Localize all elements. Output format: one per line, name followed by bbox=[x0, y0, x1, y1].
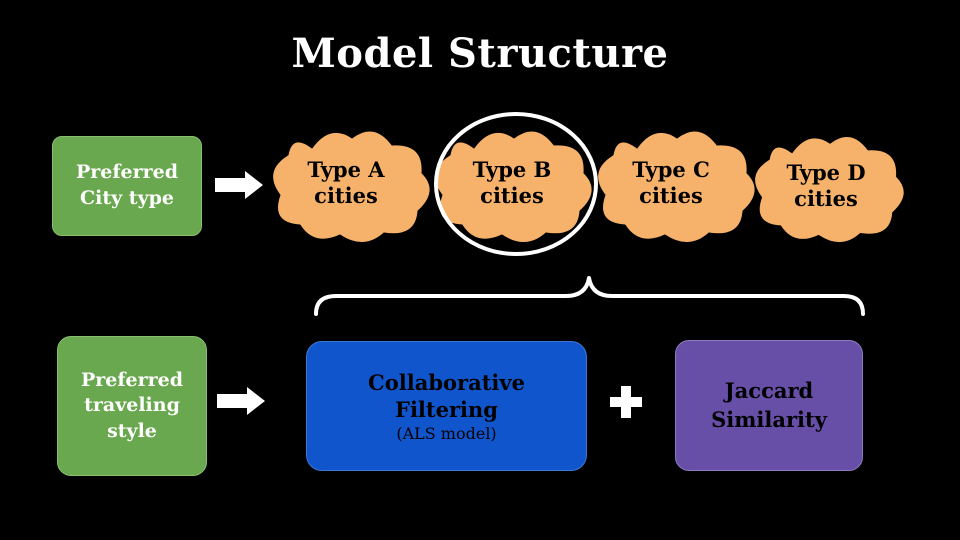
cloud-type-c-line2: cities bbox=[639, 183, 703, 209]
cloud-type-b-line2: cities bbox=[480, 183, 544, 209]
cf-line1: Collaborative bbox=[368, 370, 525, 396]
preferred-traveling-style-box: Preferred traveling style bbox=[57, 336, 207, 476]
cloud-type-b-label: Type B cities bbox=[442, 157, 582, 210]
cloud-type-a-label: Type A cities bbox=[276, 157, 416, 210]
preferred-city-type-line2: City type bbox=[80, 187, 174, 209]
cloud-type-d-line2: cities bbox=[794, 186, 858, 212]
preferred-city-type-box: Preferred City type bbox=[52, 136, 202, 236]
jaccard-line2: Similarity bbox=[711, 406, 827, 432]
cf-line2: Filtering bbox=[395, 397, 498, 423]
jaccard-similarity-box: Jaccard Similarity bbox=[675, 340, 863, 471]
cloud-type-d-line1: Type D bbox=[786, 160, 866, 185]
curly-brace bbox=[314, 276, 865, 316]
collaborative-filtering-box: Collaborative Filtering (ALS model) bbox=[306, 341, 587, 471]
jaccard-line1: Jaccard bbox=[724, 378, 814, 404]
cloud-type-b-line1: Type B bbox=[472, 157, 552, 182]
cf-subtitle: (ALS model) bbox=[396, 423, 497, 443]
cloud-type-d-label: Type D cities bbox=[756, 160, 896, 213]
preferred-style-line1: Preferred bbox=[80, 368, 184, 391]
cloud-type-c-label: Type C cities bbox=[601, 157, 741, 210]
plus-icon bbox=[610, 386, 642, 418]
preferred-style-line2: traveling bbox=[84, 394, 180, 417]
preferred-style-line3: style bbox=[107, 419, 157, 442]
preferred-city-type-line1: Preferred bbox=[75, 161, 179, 184]
cloud-type-c-line1: Type C bbox=[632, 157, 710, 182]
cloud-type-a-line1: Type A bbox=[307, 157, 385, 182]
arrow-right-icon-row2 bbox=[217, 387, 265, 415]
page-title: Model Structure bbox=[291, 30, 669, 77]
cloud-type-a-line2: cities bbox=[314, 183, 378, 209]
arrow-right-icon-row1 bbox=[215, 171, 263, 199]
highlight-circle bbox=[434, 112, 598, 256]
